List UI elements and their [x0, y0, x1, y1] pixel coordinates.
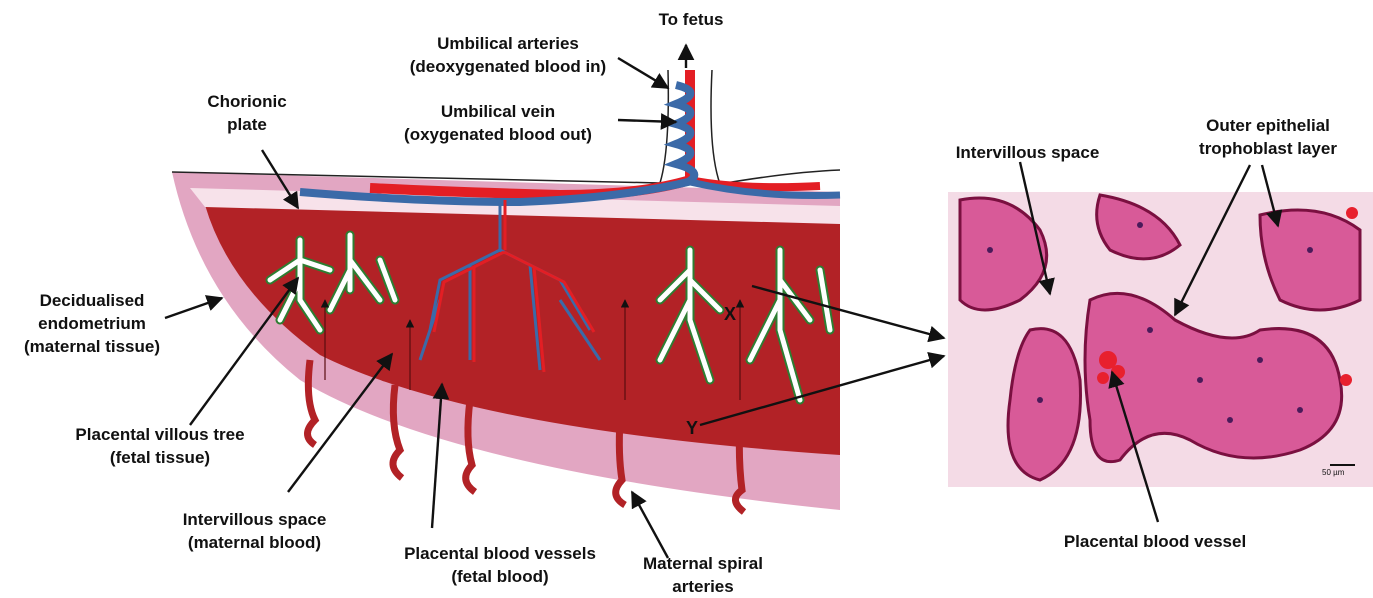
umbilical-vein-title: Umbilical vein: [378, 100, 618, 123]
outer-epithelial-line2: trophoblast layer: [1168, 137, 1368, 160]
decidua-line1: Decidualised: [6, 289, 178, 312]
spiral-arteries-line1: Maternal spiral: [618, 552, 788, 575]
scale-bar-label: 50 µm: [1322, 468, 1344, 477]
decidua-line3: (maternal tissue): [6, 335, 178, 358]
blood-vessels-line1: Placental blood vessels: [380, 542, 620, 565]
marker-y: Y: [686, 418, 698, 439]
placental-blood-vessels-label: Placental blood vessels (fetal blood): [380, 542, 620, 588]
intervillous-maternal-line1: Intervillous space: [162, 508, 347, 531]
decidualised-endometrium-label: Decidualised endometrium (maternal tissu…: [6, 289, 178, 358]
intervillous-space-maternal-label: Intervillous space (maternal blood): [162, 508, 347, 554]
placental-villous-tree-label: Placental villous tree (fetal tissue): [55, 423, 265, 469]
blood-vessels-line2: (fetal blood): [380, 565, 620, 588]
histology-micrograph: [948, 192, 1373, 487]
umbilical-vein-sub: (oxygenated blood out): [378, 123, 618, 146]
intervillous-maternal-line2: (maternal blood): [162, 531, 347, 554]
chorionic-plate-label: Chorionic plate: [192, 90, 302, 136]
villous-tree-line1: Placental villous tree: [55, 423, 265, 446]
maternal-spiral-arteries-label: Maternal spiral arteries: [618, 552, 788, 598]
chorionic-plate-line2: plate: [192, 113, 302, 136]
umbilical-arteries-title: Umbilical arteries: [388, 32, 628, 55]
placental-blood-vessel-micro-label: Placental blood vessel: [1040, 530, 1270, 553]
umbilical-arteries-sub: (deoxygenated blood in): [388, 55, 628, 78]
villous-tree-line2: (fetal tissue): [55, 446, 265, 469]
umbilical-arteries-label: Umbilical arteries (deoxygenated blood i…: [388, 32, 628, 78]
outer-epithelial-label: Outer epithelial trophoblast layer: [1168, 114, 1368, 160]
marker-x: X: [724, 304, 736, 325]
intervillous-space-micro-label: Intervillous space: [935, 141, 1120, 164]
outer-epithelial-line1: Outer epithelial: [1168, 114, 1368, 137]
chorionic-plate-line1: Chorionic: [192, 90, 302, 113]
to-fetus-label: To fetus: [646, 8, 736, 31]
umbilical-vein-label: Umbilical vein (oxygenated blood out): [378, 100, 618, 146]
spiral-arteries-line2: arteries: [618, 575, 788, 598]
decidua-line2: endometrium: [6, 312, 178, 335]
